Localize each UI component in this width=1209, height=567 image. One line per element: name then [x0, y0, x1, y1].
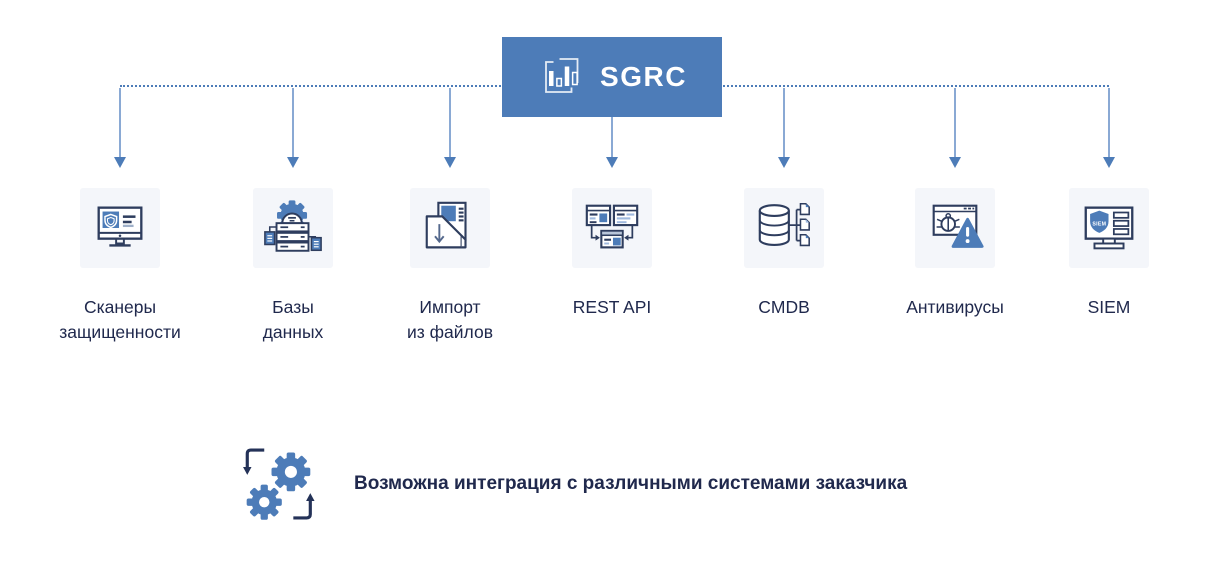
connector-arrow	[444, 88, 456, 168]
connector-arrow	[778, 88, 790, 168]
sgrc-title: SGRC	[600, 61, 687, 92]
connector-arrow	[114, 88, 126, 168]
cmdb-icon	[744, 188, 824, 268]
antivirus-icon	[915, 188, 995, 268]
node-antiviruses: Антивирусы	[873, 88, 1037, 320]
integration-note-text: Возможна интеграция с различными система…	[354, 473, 908, 494]
rest-api-icon	[572, 188, 652, 268]
node-cmdb: CMDB	[702, 88, 866, 320]
connector-arrow	[287, 88, 299, 168]
connector-arrow	[606, 117, 618, 168]
file-import-icon	[410, 188, 490, 268]
siem-monitor-icon: SIEM	[1069, 188, 1149, 268]
connector-arrow	[1103, 88, 1115, 168]
integration-gears-icon	[240, 441, 320, 527]
node-label: Сканеры защищенности	[59, 297, 181, 342]
node-rest-api: REST API	[530, 88, 694, 320]
connector-arrow	[949, 88, 961, 168]
siem-shield-label: SIEM	[1092, 222, 1106, 228]
node-security-scanners: Сканеры защищенности	[38, 88, 202, 345]
security-scanner-icon	[80, 188, 160, 268]
node-label: Импорт из файлов	[406, 297, 493, 342]
node-label: Антивирусы	[906, 297, 1004, 317]
node-siem: SIEM SIEM	[1027, 88, 1191, 320]
node-label: CMDB	[758, 297, 810, 317]
node-label: SIEM	[1087, 297, 1131, 317]
node-file-import: Импорт из файлов	[368, 88, 532, 345]
bar-chart-logo-icon	[537, 52, 585, 102]
node-label: Базы данных	[262, 297, 324, 342]
node-label: REST API	[572, 297, 652, 317]
sgrc-header-node: SGRC	[502, 37, 722, 117]
integration-note: Возможна интеграция с различными система…	[240, 441, 907, 527]
database-gear-icon	[253, 188, 333, 268]
node-databases: Базы данных	[211, 88, 375, 345]
